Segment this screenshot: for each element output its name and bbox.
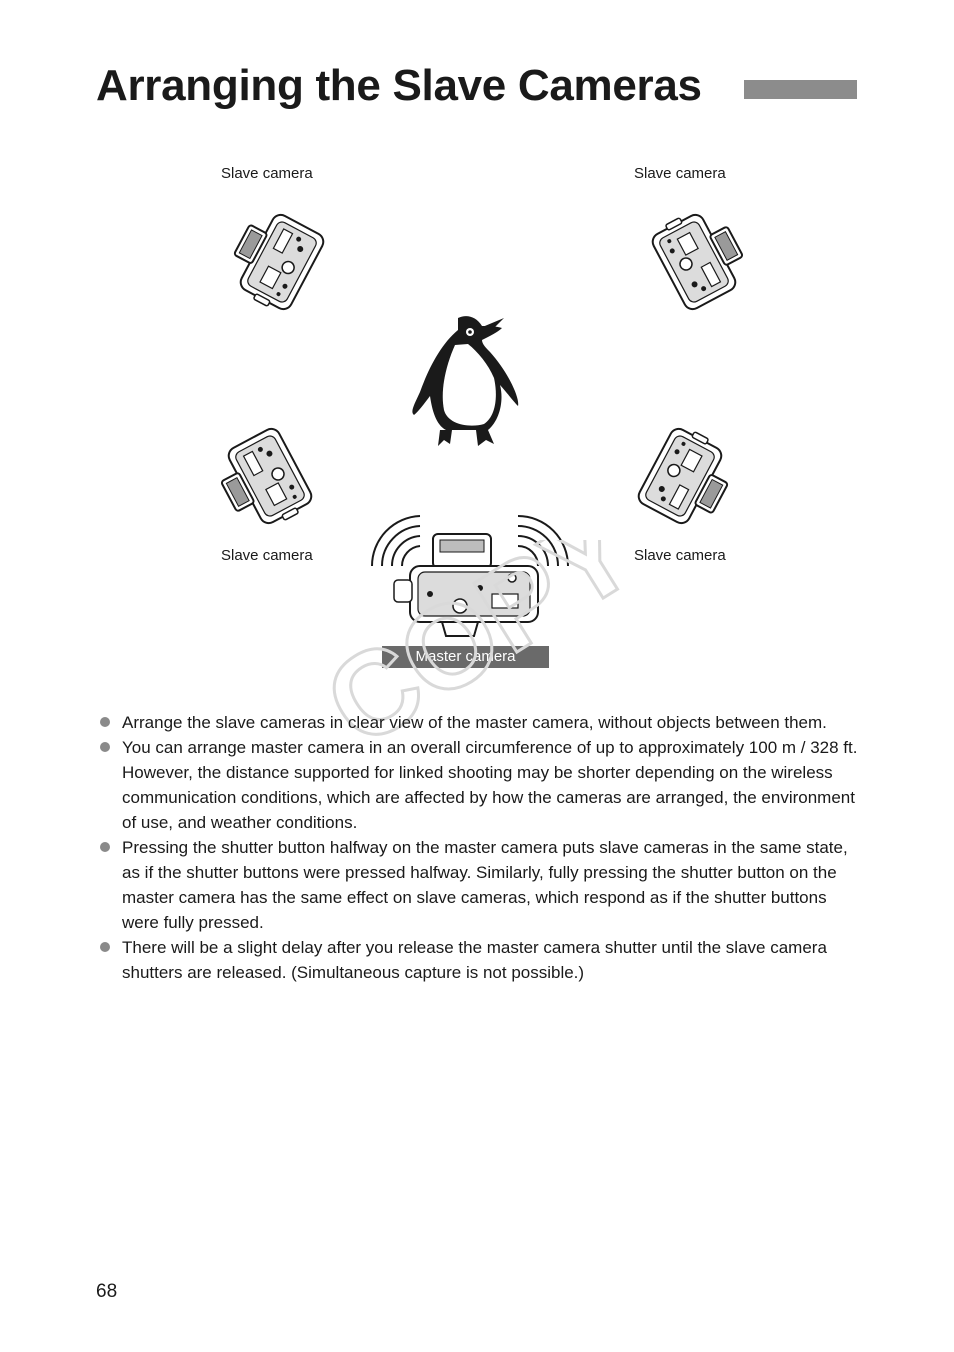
camera-arrangement-diagram xyxy=(208,198,756,637)
bullet-icon xyxy=(100,942,110,952)
slave-camera-label-bottom-left: Slave camera xyxy=(221,547,313,564)
master-camera-icon xyxy=(393,533,539,637)
slave-camera-label-top-left: Slave camera xyxy=(221,165,313,182)
master-camera-label: Master camera xyxy=(382,646,549,668)
bullet-list: Arrange the slave cameras in clear view … xyxy=(96,710,866,985)
wireless-signal-left-icon xyxy=(370,515,421,567)
bullet-icon xyxy=(100,842,110,852)
slave-camera-label-top-right: Slave camera xyxy=(634,165,726,182)
penguin-icon xyxy=(412,316,519,446)
bullet-icon xyxy=(100,742,110,752)
list-item: Arrange the slave cameras in clear view … xyxy=(96,710,866,735)
bullet-text: There will be a slight delay after you r… xyxy=(122,938,827,982)
wireless-signal-right-icon xyxy=(517,515,569,567)
slave-camera-top-left-icon xyxy=(218,202,328,317)
page-number: 68 xyxy=(96,1281,118,1302)
bullet-icon xyxy=(100,717,110,727)
slave-camera-label-bottom-right: Slave camera xyxy=(634,547,726,564)
list-item: You can arrange master camera in an over… xyxy=(96,735,866,835)
bullet-text: Arrange the slave cameras in clear view … xyxy=(122,713,827,732)
slave-camera-top-right-icon xyxy=(646,198,756,314)
bullet-text: You can arrange master camera in an over… xyxy=(122,738,858,832)
title-accent-bar xyxy=(744,80,857,99)
list-item: There will be a slight delay after you r… xyxy=(96,935,866,985)
slave-camera-bottom-left-icon xyxy=(208,424,318,540)
list-item: Pressing the shutter button halfway on t… xyxy=(96,835,866,935)
bullet-text: Pressing the shutter button halfway on t… xyxy=(122,838,848,932)
slave-camera-bottom-right-icon xyxy=(634,421,744,536)
page-title: Arranging the Slave Cameras xyxy=(96,61,702,110)
